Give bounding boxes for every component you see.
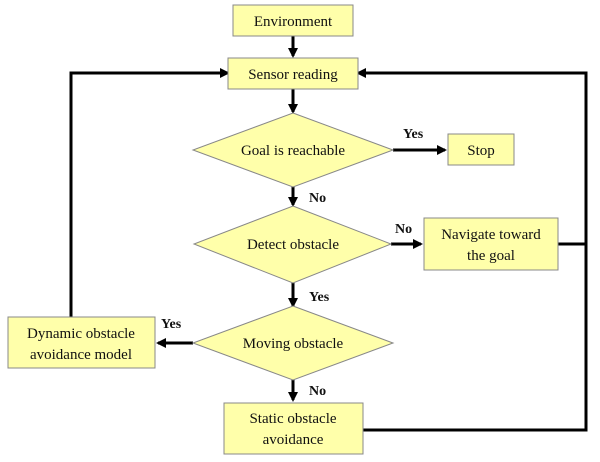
node-sensor-reading-label: Sensor reading bbox=[248, 67, 338, 83]
node-environment-label: Environment bbox=[254, 14, 333, 30]
node-static-avoidance-label-line2: avoidance bbox=[263, 432, 324, 448]
node-static-avoidance-label-line1: Static obstacle bbox=[249, 411, 336, 427]
edge-label-detect-yes: Yes bbox=[309, 290, 330, 305]
node-navigate-goal: Navigate toward the goal bbox=[423, 217, 559, 271]
edge-label-goal-no: No bbox=[309, 191, 326, 206]
node-sensor-reading: Sensor reading bbox=[227, 57, 359, 90]
node-moving-obstacle-label: Moving obstacle bbox=[243, 336, 344, 352]
node-navigate-goal-label-line2: the goal bbox=[467, 248, 515, 264]
node-dynamic-avoidance-label-line2: avoidance model bbox=[30, 347, 132, 363]
node-environment: Environment bbox=[232, 4, 354, 37]
node-stop: Stop bbox=[447, 133, 515, 166]
edge-label-detect-no: No bbox=[395, 222, 412, 237]
node-detect-obstacle-label: Detect obstacle bbox=[247, 237, 339, 253]
node-moving-obstacle: Moving obstacle bbox=[191, 305, 395, 381]
edge-navigate-loop-to-sensor bbox=[356, 68, 588, 246]
node-dynamic-avoidance: Dynamic obstacle avoidance model bbox=[7, 316, 156, 369]
edge-label-goal-yes: Yes bbox=[403, 127, 424, 142]
node-stop-label: Stop bbox=[467, 143, 495, 159]
node-static-avoidance: Static obstacle avoidance bbox=[223, 402, 364, 455]
node-navigate-goal-label-line1: Navigate toward bbox=[441, 227, 541, 243]
node-dynamic-avoidance-label-line1: Dynamic obstacle bbox=[27, 326, 135, 342]
edge-label-moving-yes: Yes bbox=[161, 317, 182, 332]
edge-static-loop-to-right bbox=[363, 244, 588, 432]
edge-dynamic-loop-to-sensor bbox=[69, 68, 230, 317]
node-goal-reachable-label: Goal is reachable bbox=[241, 143, 345, 159]
edge-labels: Yes No No Yes Yes No bbox=[161, 127, 424, 399]
edges bbox=[69, 36, 588, 432]
node-goal-reachable: Goal is reachable bbox=[191, 112, 395, 188]
edge-label-moving-no: No bbox=[309, 384, 326, 399]
node-detect-obstacle: Detect obstacle bbox=[192, 205, 393, 284]
